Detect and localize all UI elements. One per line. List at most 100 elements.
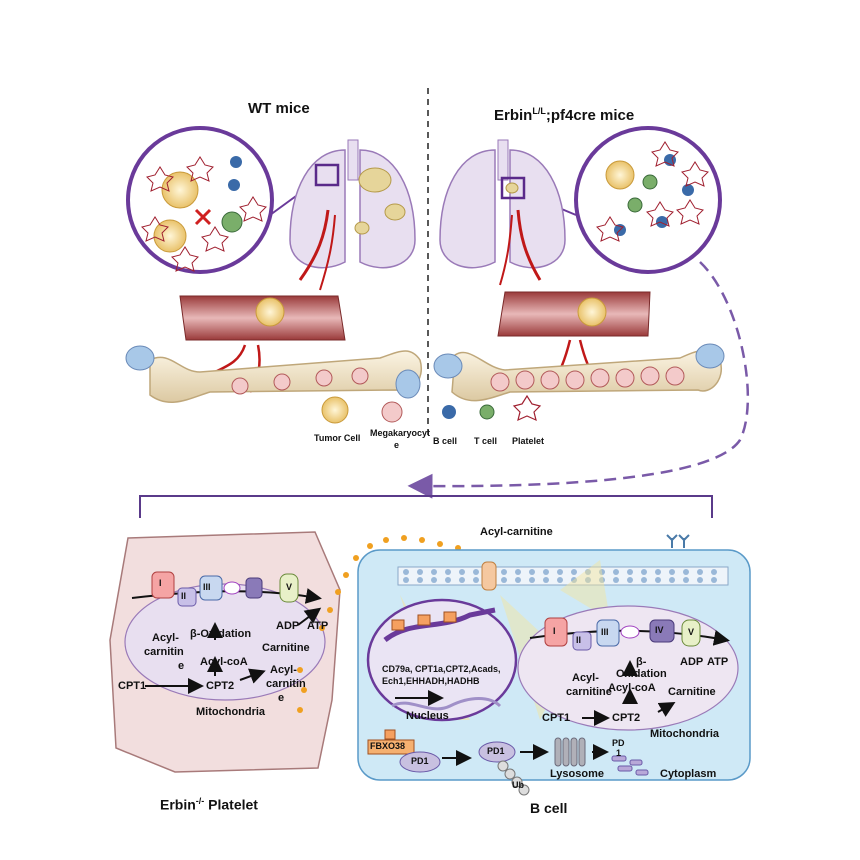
p-complex-V: V bbox=[286, 582, 293, 592]
b-mitochondria: Mitochondria bbox=[650, 728, 720, 740]
b-complex-V-icon bbox=[681, 619, 701, 647]
b-cell-title: B cell bbox=[530, 800, 568, 816]
b-pd-small-2: 1 bbox=[616, 748, 622, 758]
b-complex-III: III bbox=[601, 627, 609, 637]
p-complex-II: II bbox=[181, 591, 187, 601]
megakaryocyte-icon bbox=[381, 401, 403, 423]
p-acyl-coa: Acyl-coA bbox=[200, 656, 248, 668]
legend-b-cell: B cell bbox=[433, 436, 458, 446]
p-mitochondria: Mitochondria bbox=[196, 706, 266, 718]
p-acyl-carnitine-1b: carnitin bbox=[144, 646, 184, 658]
b-complex-I: I bbox=[553, 626, 556, 636]
ko-lungs bbox=[439, 139, 566, 286]
complex-V-icon bbox=[279, 573, 299, 603]
b-cpt1: CPT1 bbox=[542, 712, 571, 724]
b-cpt2: CPT2 bbox=[612, 712, 641, 724]
b-cell-icon bbox=[442, 405, 456, 419]
b-cytochrome-c-icon bbox=[620, 625, 640, 639]
complex-III-icon bbox=[199, 575, 223, 601]
ko-bone bbox=[433, 343, 725, 402]
ko-title-base: Erbin bbox=[494, 107, 533, 124]
fbxo38-box bbox=[367, 739, 415, 755]
wt-bone bbox=[125, 345, 423, 403]
ko-zoom-circle bbox=[527, 126, 722, 274]
pd1-a-blob bbox=[399, 751, 441, 773]
b-complex-V: V bbox=[688, 627, 695, 637]
b-cell-panel bbox=[357, 534, 751, 796]
p-cpt1: CPT1 bbox=[118, 680, 147, 692]
legend-megakaryocyte-1: Megakaryocyt bbox=[370, 428, 431, 438]
ko-title-rest: ;pf4cre mice bbox=[545, 107, 635, 124]
b-beta-a: β- bbox=[636, 656, 647, 668]
platelet-title-sup: -/- bbox=[195, 796, 205, 806]
b-pd-small-1: PD bbox=[612, 738, 625, 748]
b-acyl-carnitine-b: carnitine bbox=[566, 686, 612, 698]
b-pd1-b: PD1 bbox=[487, 746, 505, 756]
b-ub: Ub bbox=[512, 780, 524, 790]
connector-arrow bbox=[407, 261, 750, 499]
p-cpt2: CPT2 bbox=[206, 680, 235, 692]
pd1-fragments bbox=[611, 755, 649, 776]
complex-IV-icon bbox=[245, 577, 263, 599]
legend-t-cell: T cell bbox=[474, 436, 498, 446]
b-complex-IV-icon bbox=[649, 619, 675, 643]
b-lysosome: Lysosome bbox=[550, 768, 605, 780]
legend-icons bbox=[321, 394, 542, 424]
p-acyl-carnitine-2a: Acyl- bbox=[270, 664, 297, 676]
ko-vessel bbox=[497, 291, 651, 386]
p-acyl-carnitine-1a: Acyl- bbox=[152, 632, 179, 644]
wt-lungs bbox=[289, 139, 416, 291]
platelet-title: Erbin-/- Platelet bbox=[160, 796, 258, 813]
b-complex-IV: IV bbox=[655, 625, 664, 635]
b-beta-b: Oxidation bbox=[616, 668, 667, 680]
ko-title-sup: L/L bbox=[532, 106, 546, 116]
b-complex-I-icon bbox=[544, 617, 568, 647]
p-complex-III: III bbox=[203, 582, 211, 592]
b-atp: ATP bbox=[707, 656, 729, 668]
b-fbxo38: FBXO38 bbox=[370, 741, 406, 751]
b-carnitine: Carnitine bbox=[668, 686, 716, 698]
b-cytoplasm: Cytoplasm bbox=[660, 768, 717, 780]
p-atp: ATP bbox=[307, 620, 329, 632]
p-complex-I: I bbox=[159, 578, 162, 588]
b-genes-line-2: Ech1,EHHADH,HADHB bbox=[382, 676, 480, 686]
p-carnitine: Carnitine bbox=[262, 642, 310, 654]
ko-title: ErbinL/L;pf4cre mice bbox=[494, 106, 634, 124]
b-acyl-coa: Acyl-coA bbox=[608, 682, 656, 694]
transporter-icon bbox=[481, 561, 497, 591]
ubiquitin-chain bbox=[497, 760, 530, 796]
complex-I-icon bbox=[151, 571, 175, 599]
b-nucleus: Nucleus bbox=[406, 710, 449, 722]
wt-title: WT mice bbox=[248, 100, 310, 117]
t-cell-icon bbox=[479, 404, 495, 420]
p-beta-oxidation: β-Oxidation bbox=[190, 628, 252, 640]
cytochrome-c-icon bbox=[223, 581, 241, 595]
platelet-title-rest: Platelet bbox=[204, 796, 258, 813]
b-acyl-carnitine-a: Acyl- bbox=[572, 672, 599, 684]
platelet-panel bbox=[109, 531, 341, 773]
b-complex-II: II bbox=[576, 635, 582, 645]
legend-megakaryocyte-2: e bbox=[394, 440, 400, 450]
platelet-title-base: Erbin bbox=[160, 796, 196, 813]
panel-bracket bbox=[139, 495, 713, 518]
p-acyl-carnitine-1c: e bbox=[178, 660, 185, 672]
pd1-b-blob bbox=[478, 741, 516, 763]
complex-II-icon bbox=[177, 587, 197, 607]
membrane-lipids bbox=[403, 569, 717, 583]
b-genes-line-1: CD79a, CPT1a,CPT2,Acads, bbox=[382, 664, 501, 674]
platelet-icon bbox=[512, 394, 542, 422]
b-complex-II-icon bbox=[572, 631, 592, 651]
p-acyl-carnitine-2b: carnitin bbox=[266, 678, 306, 690]
legend-platelet: Platelet bbox=[512, 436, 545, 446]
wt-zoom-circle bbox=[126, 126, 319, 274]
b-complex-III-icon bbox=[596, 619, 620, 647]
wt-tumor-cluster bbox=[153, 156, 243, 253]
legend-tumor-cell: Tumor Cell bbox=[314, 433, 361, 443]
b-adp: ADP bbox=[680, 656, 704, 668]
receptor-icon bbox=[666, 534, 690, 548]
b-pd1-a: PD1 bbox=[411, 756, 429, 766]
lysosome-icon bbox=[554, 737, 586, 767]
p-adp: ADP bbox=[276, 620, 300, 632]
tumor-cell-icon bbox=[321, 396, 349, 424]
